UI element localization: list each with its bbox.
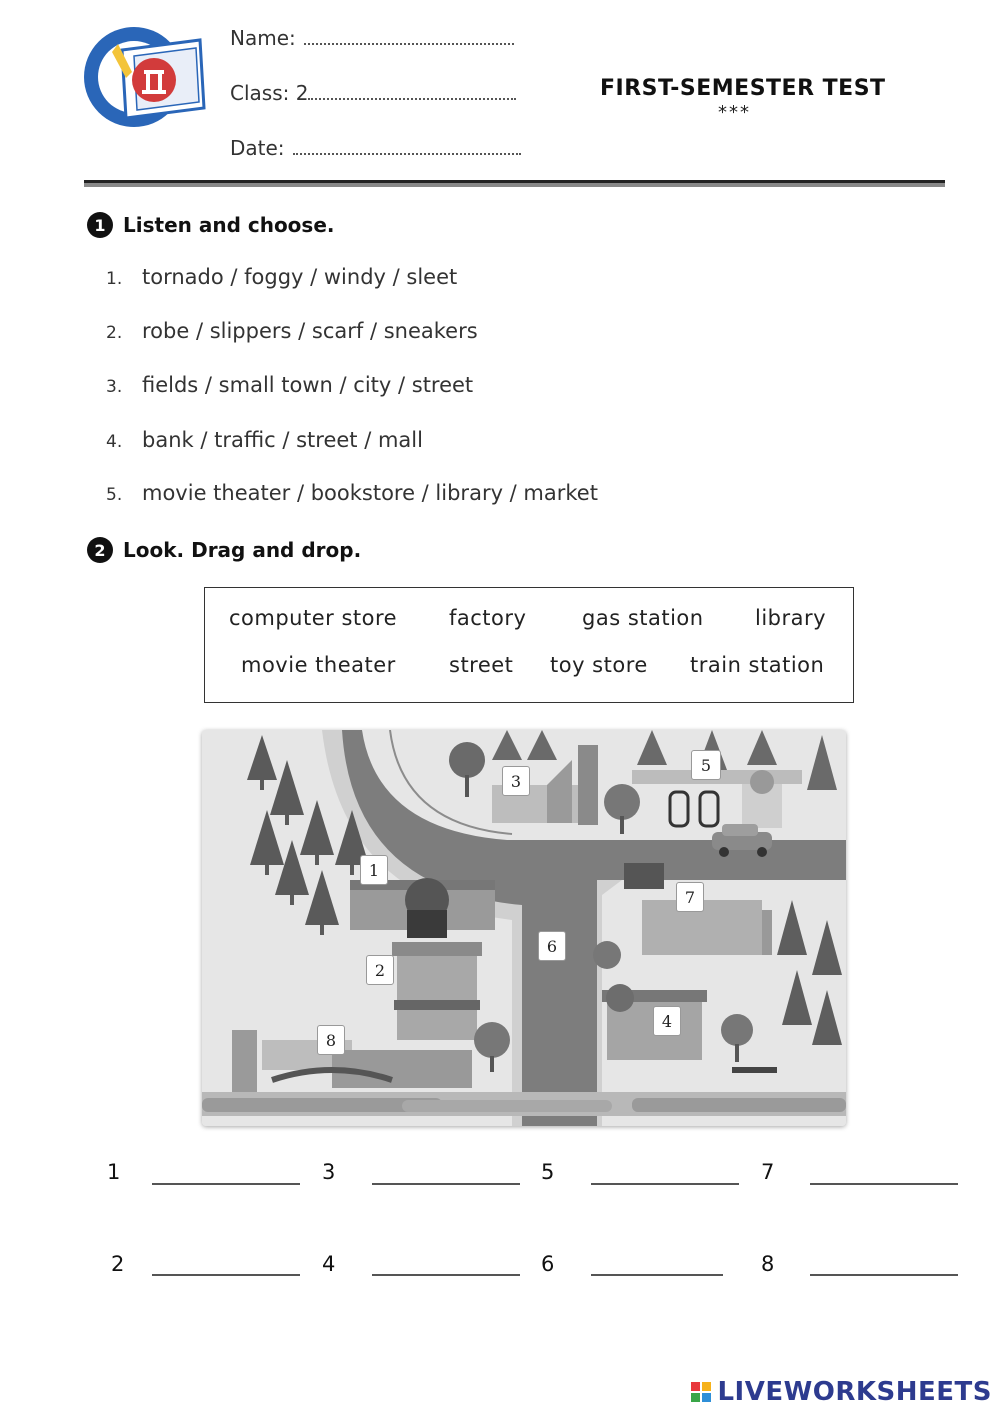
map-label-3: 3 — [502, 766, 530, 796]
map-label-2: 2 — [366, 955, 394, 985]
question-text: fields / small town / city / street — [142, 373, 474, 397]
map-label-6: 6 — [538, 931, 566, 961]
section-2-number: 2 — [87, 537, 113, 563]
class-blank — [308, 86, 517, 100]
liveworksheets-logo-icon — [691, 1382, 712, 1402]
answer-blank-5[interactable] — [591, 1183, 739, 1185]
question-1[interactable]: 1. tornado / foggy / windy / sleet — [106, 265, 457, 289]
answer-number-8: 8 — [761, 1252, 775, 1276]
word-chip[interactable]: factory — [449, 606, 527, 630]
word-chip[interactable]: street — [449, 653, 514, 677]
date-field: Date: — [230, 136, 521, 160]
answer-number-2: 2 — [111, 1252, 125, 1276]
question-number: 3. — [106, 377, 123, 397]
question-text: movie theater / bookstore / library / ma… — [142, 481, 598, 505]
answer-blank-6[interactable] — [591, 1274, 723, 1276]
word-chip[interactable]: movie theater — [241, 653, 396, 677]
question-3[interactable]: 3. fields / small town / city / street — [106, 373, 473, 397]
class-label: Class: 2 — [230, 81, 309, 105]
header-divider — [84, 180, 945, 187]
map-label-5: 5 — [691, 750, 721, 780]
date-label: Date: — [230, 136, 285, 160]
word-chip[interactable]: toy store — [550, 653, 648, 677]
question-text: robe / slippers / scarf / sneakers — [142, 319, 478, 343]
class-field: Class: 2 — [230, 81, 517, 105]
answer-number-1: 1 — [107, 1160, 121, 1184]
question-number: 2. — [106, 323, 123, 343]
answer-blank-2[interactable] — [152, 1274, 300, 1276]
liveworksheets-brand: LIVEWORKSHEETS — [717, 1377, 992, 1407]
map-label-1: 1 — [360, 855, 388, 885]
test-title: FIRST-SEMESTER TEST — [600, 76, 886, 101]
map-label-4: 4 — [653, 1006, 681, 1036]
school-logo — [84, 27, 206, 127]
town-map: 1 2 3 4 5 6 7 8 — [202, 730, 846, 1126]
name-field: Name: — [230, 26, 514, 50]
question-2[interactable]: 2. robe / slippers / scarf / sneakers — [106, 319, 478, 343]
question-number: 5. — [106, 485, 123, 505]
title-stars: *** — [718, 102, 751, 123]
question-5[interactable]: 5. movie theater / bookstore / library /… — [106, 481, 598, 505]
map-label-8: 8 — [317, 1025, 345, 1055]
answer-number-3: 3 — [322, 1160, 336, 1184]
section-2-heading: 2 Look. Drag and drop. — [87, 537, 361, 563]
question-text: tornado / foggy / windy / sleet — [142, 265, 458, 289]
answer-blank-4[interactable] — [372, 1274, 520, 1276]
section-2-title: Look. Drag and drop. — [123, 538, 362, 562]
question-4[interactable]: 4. bank / traffic / street / mall — [106, 428, 423, 452]
section-1-title: Listen and choose. — [123, 213, 335, 237]
word-chip[interactable]: gas station — [582, 606, 704, 630]
word-chip[interactable]: library — [755, 606, 827, 630]
answer-blank-3[interactable] — [372, 1183, 520, 1185]
answer-number-7: 7 — [761, 1160, 775, 1184]
name-blank — [303, 31, 514, 45]
name-label: Name: — [230, 26, 296, 50]
answer-blank-7[interactable] — [810, 1183, 958, 1185]
question-text: bank / traffic / street / mall — [142, 428, 423, 452]
liveworksheets-footer: LIVEWORKSHEETS — [691, 1377, 992, 1407]
answer-number-6: 6 — [541, 1252, 555, 1276]
answer-blank-1[interactable] — [152, 1183, 300, 1185]
word-bank: computer store factory gas station libra… — [204, 587, 854, 703]
date-blank — [292, 141, 521, 155]
answer-number-4: 4 — [322, 1252, 336, 1276]
answer-blank-8[interactable] — [810, 1274, 958, 1276]
section-1-heading: 1 Listen and choose. — [87, 212, 334, 238]
section-1-number: 1 — [87, 212, 113, 238]
word-chip[interactable]: computer store — [229, 606, 398, 630]
answer-number-5: 5 — [541, 1160, 555, 1184]
question-number: 1. — [106, 269, 123, 289]
town-map-illustration — [202, 730, 846, 1126]
map-label-7: 7 — [676, 882, 704, 912]
word-chip[interactable]: train station — [690, 653, 825, 677]
question-number: 4. — [106, 432, 123, 452]
